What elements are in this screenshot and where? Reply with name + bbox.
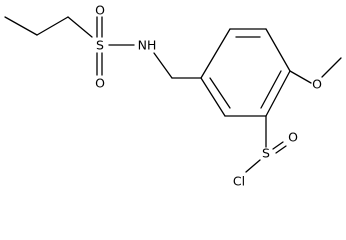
atom-cl: Cl (233, 174, 245, 189)
bond-s-right-o-side-a (272, 141, 284, 150)
atom-o-left-top: O (95, 3, 105, 18)
bond-nh-ch2 (153, 52, 173, 79)
bond-o-methyl (321, 57, 342, 78)
ring-bond-c6-c1 (200, 77, 226, 117)
bond-s-right-cl (245, 159, 261, 173)
ring-inner-double-3 (209, 77, 231, 109)
atom-o-methoxy: O (312, 77, 322, 92)
atom-o-right-side: O (288, 130, 298, 145)
bond-propyl-c3-c2 (4, 16, 38, 36)
atom-nh: NH (138, 38, 157, 53)
atom-s-right: S (262, 146, 270, 161)
bond-s-right-o-side-b (275, 145, 287, 154)
bond-propyl-c2-c1 (36, 16, 69, 36)
ring-bond-c3-c4 (265, 28, 291, 72)
molecule-structure: S O O NH O S O O Cl (4, 3, 342, 189)
ring-bond-c1-c2 (200, 28, 231, 79)
bond-c1-s-left (67, 16, 93, 38)
bond-ring-o-methoxy (289, 70, 312, 84)
atom-o-left-bottom: O (95, 76, 105, 91)
atom-s-left: S (96, 38, 104, 53)
molecule-diagram: S O O NH O S O O Cl (4, 3, 342, 189)
ring-bond-c4-c5 (265, 70, 291, 117)
ring-inner-double-2 (260, 70, 282, 109)
